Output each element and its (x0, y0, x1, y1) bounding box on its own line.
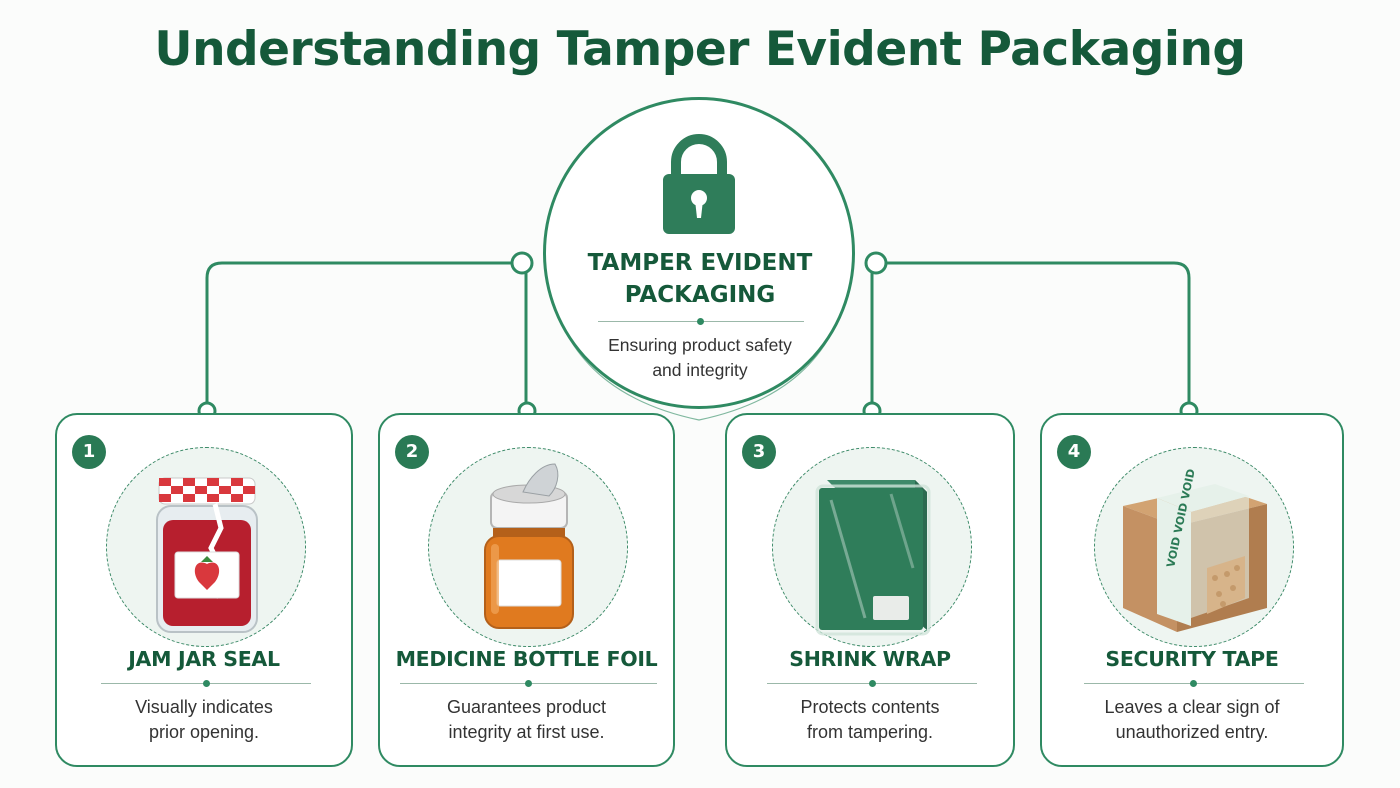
illustration-circle (428, 447, 628, 647)
card-jam-jar-seal: 1 JAM JAR SEAL Visually indicates prior … (55, 413, 353, 767)
card-title: MEDICINE BOTTLE FOIL (395, 647, 658, 671)
step-badge: 1 (72, 435, 106, 469)
hub-circle: TAMPER EVIDENT PACKAGING Ensuring produc… (543, 97, 855, 409)
padlock-icon (663, 134, 735, 234)
jam-jar-icon (156, 477, 258, 633)
connector-node-hub-left (510, 251, 534, 275)
card-description: Protects contents from tampering. (800, 697, 940, 742)
card-divider-dot (525, 680, 532, 687)
card-title: SHRINK WRAP (789, 647, 951, 671)
illustration-circle (106, 447, 306, 647)
security-tape-box-icon: VOID VOID VOID (1123, 468, 1267, 632)
card-shrink-wrap: 3 SHRINK WRAP Protects contents from tam… (725, 413, 1015, 767)
card-description: Guarantees product integrity at first us… (446, 697, 607, 742)
step-badge: 4 (1057, 435, 1091, 469)
card-title: JAM JAR SEAL (128, 647, 280, 671)
card-description: Visually indicates prior opening. (135, 697, 273, 742)
connector-card-4 (876, 261, 1191, 410)
card-divider-dot (869, 680, 876, 687)
card-title: SECURITY TAPE (1105, 647, 1279, 671)
card-security-tape: 4 VOID VOID VOID SECURITY TAPE Leaves a … (1040, 413, 1344, 767)
hub-title: TAMPER EVIDENT PACKAGING (587, 250, 813, 308)
card-medicine-bottle-foil: 2 MEDICINE BOTTLE FOIL Guarantees produc… (378, 413, 675, 767)
card-divider-dot (1190, 680, 1197, 687)
hub-divider-dot (697, 318, 704, 325)
step-badge: 3 (742, 435, 776, 469)
medicine-bottle-icon (484, 463, 574, 629)
page-title: Understanding Tamper Evident Packaging (154, 22, 1246, 77)
card-divider-dot (203, 680, 210, 687)
step-badge: 2 (395, 435, 429, 469)
connector-node-hub-right (864, 251, 888, 275)
hub-subtitle: Ensuring product safety and integrity (608, 335, 792, 380)
illustration-circle (772, 447, 972, 647)
connector-card-1 (205, 261, 522, 410)
card-description: Leaves a clear sign of unauthorized entr… (1104, 697, 1280, 742)
shrink-wrap-icon (815, 480, 931, 636)
illustration-circle: VOID VOID VOID (1094, 447, 1294, 647)
